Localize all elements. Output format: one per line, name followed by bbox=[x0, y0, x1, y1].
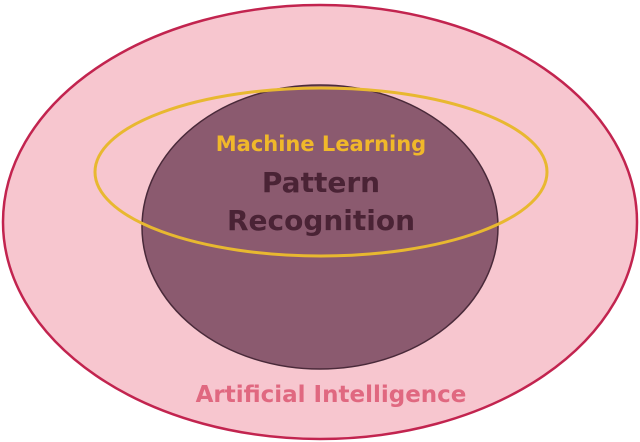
artificial-intelligence-label: Artificial Intelligence bbox=[196, 382, 467, 408]
pattern-recognition-region bbox=[141, 84, 499, 370]
pattern-label: Pattern bbox=[262, 166, 380, 199]
machine-learning-ring bbox=[93, 86, 549, 258]
recognition-label: Recognition bbox=[227, 204, 415, 237]
machine-learning-label: Machine Learning bbox=[216, 132, 426, 156]
